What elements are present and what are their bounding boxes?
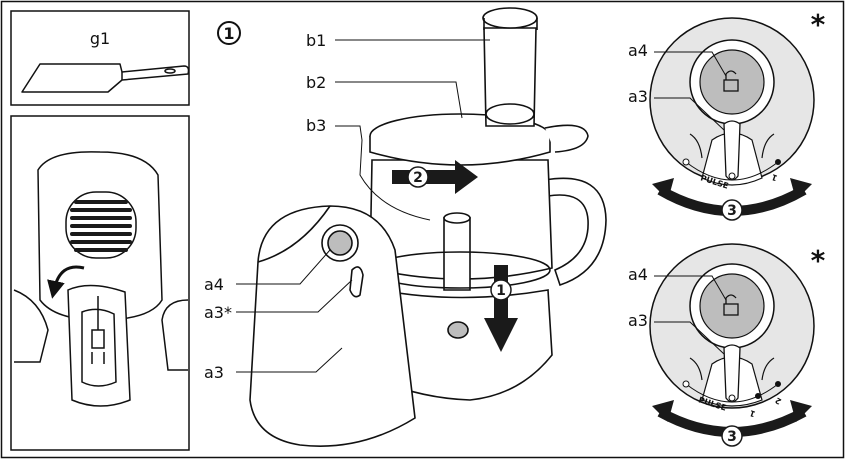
label-g1: g1: [90, 29, 110, 48]
step-indicator: 1: [217, 21, 241, 45]
drive-shaft: [443, 217, 471, 291]
cord-storage-panel: [10, 115, 190, 451]
spatula-illustration: [21, 63, 190, 93]
label-a3-top: a3: [628, 87, 648, 106]
asterisk-bottom: *: [811, 244, 826, 277]
pusher-top: [482, 7, 538, 29]
vent-grille: [70, 200, 132, 252]
label-b3: b3: [306, 116, 326, 135]
motor-housing: [249, 205, 416, 447]
label-b1: b1: [306, 31, 326, 50]
dial-bottom-speed1-label: 1: [748, 408, 757, 419]
unlock-icon-top: [723, 70, 739, 92]
lock-button-top: [699, 49, 765, 115]
dial-top-speed1-label: 1: [770, 172, 779, 183]
food-processor-illustration: [249, 7, 607, 447]
cord-insert-arrow: [47, 265, 85, 299]
label-a3: a3: [204, 363, 224, 382]
main-selector-a3: [349, 266, 364, 298]
asterisk-top: *: [811, 8, 826, 41]
dial-bottom-speed2-label: 2: [774, 395, 783, 406]
bowl-handle: [544, 177, 607, 287]
arrow-lid-turn-number: 2: [413, 170, 423, 186]
dial-detail-top: * PULSE 1 3 a4 a3: [628, 8, 826, 221]
lid-tab: [544, 124, 589, 153]
arrow-lid-turn: 2: [392, 160, 478, 194]
label-b2: b2: [306, 73, 326, 92]
feed-tube-pusher-b1: [483, 27, 537, 127]
label-a3-star: a3*: [204, 303, 232, 322]
dial-detail-bottom: * PULSE 1 2 3 a4 a3: [628, 243, 826, 447]
label-a4-top: a4: [628, 41, 648, 60]
dial-bottom-turn-number: 3: [727, 429, 737, 445]
dial-top-turn-number: 3: [727, 203, 737, 219]
leader-lines-main: [236, 39, 490, 373]
lock-button-bottom: [699, 273, 765, 339]
step-number: 1: [223, 24, 234, 43]
speed-knob-bottom: [723, 344, 741, 403]
label-a4-bottom: a4: [628, 265, 648, 284]
motor-base: [379, 289, 553, 401]
label-a3-bottom: a3: [628, 311, 648, 330]
speed-knob-top: [723, 120, 741, 181]
unlock-icon-bottom: [723, 294, 739, 316]
arrow-push-down-number: 1: [496, 283, 506, 299]
spatula-panel: g1: [10, 10, 190, 106]
label-a4: a4: [204, 275, 224, 294]
cord-compartment: [67, 284, 131, 407]
arrow-push-down: 1: [484, 265, 518, 352]
